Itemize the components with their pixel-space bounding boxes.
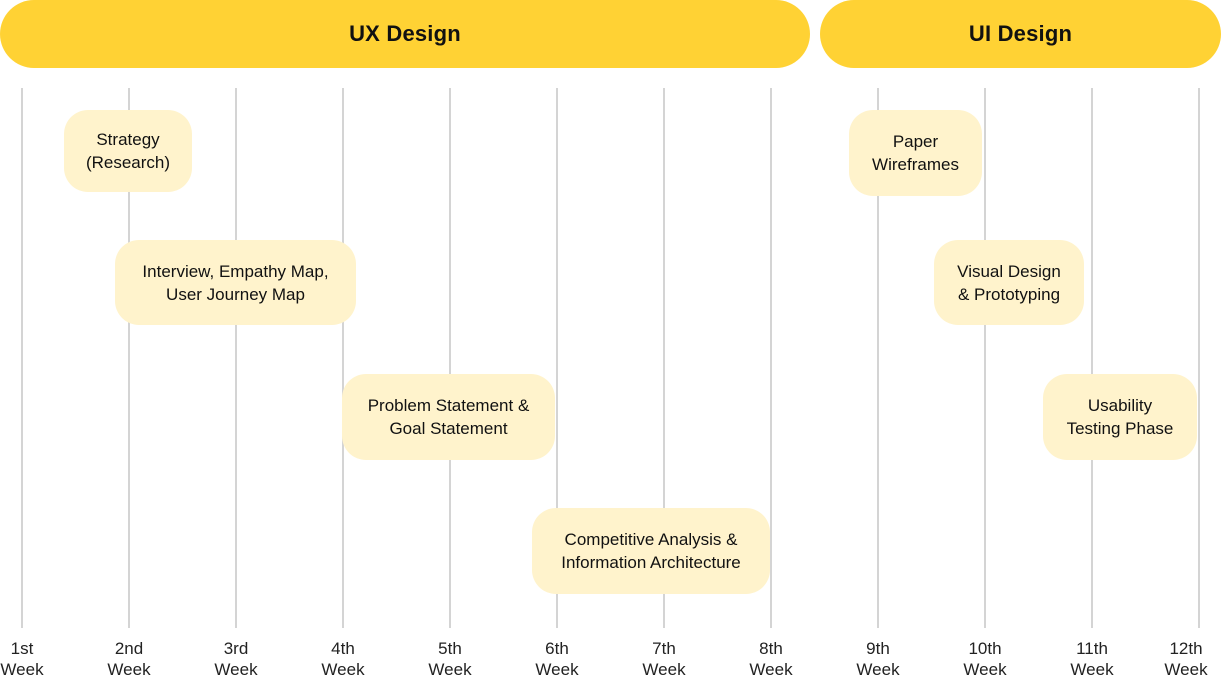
week-label-1: 1st Week (0, 638, 57, 680)
week-gridline-11 (1091, 88, 1093, 628)
week-word: Week (428, 660, 472, 679)
task-problem-goal-statement: Problem Statement & Goal Statement (342, 374, 555, 460)
task-line: Information Architecture (561, 553, 741, 572)
task-line: Interview, Empathy Map, (142, 261, 329, 281)
week-label-10: 10th Week (950, 638, 1020, 680)
task-strategy-research: Strategy (Research) (64, 110, 192, 192)
task-line: Competitive Analysis & (564, 530, 738, 549)
week-label-11: 11th Week (1057, 638, 1127, 680)
week-label-3: 3rd Week (201, 638, 271, 680)
task-line: User Journey Map (166, 284, 305, 304)
week-number: 6th (545, 639, 569, 658)
week-word: Week (749, 660, 793, 679)
task-line: Paper (892, 132, 939, 151)
task-line: Visual Design (957, 261, 1061, 281)
week-gridline-7 (663, 88, 665, 628)
week-word: Week (535, 660, 579, 679)
week-gridline-12 (1198, 88, 1200, 628)
week-number: 5th (438, 639, 462, 658)
week-word: Week (963, 660, 1007, 679)
week-gridline-10 (984, 88, 986, 628)
week-label-8: 8th Week (736, 638, 806, 680)
task-line: Problem Statement & (367, 396, 530, 415)
week-word: Week (214, 660, 258, 679)
week-number: 7th (652, 639, 676, 658)
week-word: Week (642, 660, 686, 679)
phase-bar-ux-design: UX Design (0, 0, 810, 68)
week-gridline-6 (556, 88, 558, 628)
task-competitive-analysis-ia: Competitive Analysis & Information Archi… (532, 508, 770, 594)
week-number: 1st (10, 639, 34, 658)
task-line: Strategy (96, 130, 160, 149)
task-line: Usability (1087, 396, 1153, 415)
week-word: Week (0, 660, 44, 679)
week-word: Week (321, 660, 365, 679)
week-label-5: 5th Week (415, 638, 485, 680)
task-visual-design-prototyping: Visual Design & Prototyping (934, 240, 1084, 325)
week-gridline-1 (21, 88, 23, 628)
week-number: 11th (1076, 639, 1108, 658)
task-usability-testing: Usability Testing Phase (1043, 374, 1197, 460)
week-gridline-8 (770, 88, 772, 628)
task-line: & Prototyping (957, 284, 1061, 304)
task-line: Testing Phase (1066, 419, 1174, 438)
week-number: 12th (1169, 639, 1203, 658)
week-gridline-2 (128, 88, 130, 628)
week-gridline-9 (877, 88, 879, 628)
week-label-12: 12th Week (1151, 638, 1221, 680)
week-label-4: 4th Week (308, 638, 378, 680)
week-gridline-5 (449, 88, 451, 628)
task-line: Wireframes (872, 155, 959, 174)
week-label-9: 9th Week (843, 638, 913, 680)
week-label-2: 2nd Week (94, 638, 164, 680)
week-label-6: 6th Week (522, 638, 592, 680)
task-line: (Research) (85, 153, 171, 172)
task-paper-wireframes: Paper Wireframes (849, 110, 982, 196)
week-number: 3rd (223, 639, 249, 658)
week-number: 4th (331, 639, 355, 658)
week-word: Week (1070, 660, 1114, 679)
phase-label-ux-design: UX Design (349, 21, 461, 46)
week-word: Week (107, 660, 151, 679)
week-number: 10th (968, 639, 1002, 658)
week-label-7: 7th Week (629, 638, 699, 680)
week-word: Week (856, 660, 900, 679)
week-number: 8th (759, 639, 783, 658)
phase-bar-ui-design: UI Design (820, 0, 1221, 68)
phase-label-ui-design: UI Design (968, 21, 1073, 46)
week-gridline-4 (342, 88, 344, 628)
week-number: 9th (866, 639, 890, 658)
task-line: Goal Statement (389, 419, 508, 438)
task-interview-empathy-journey: Interview, Empathy Map, User Journey Map (115, 240, 356, 325)
week-number: 2nd (114, 639, 144, 658)
week-word: Week (1164, 660, 1208, 679)
week-gridline-3 (235, 88, 237, 628)
